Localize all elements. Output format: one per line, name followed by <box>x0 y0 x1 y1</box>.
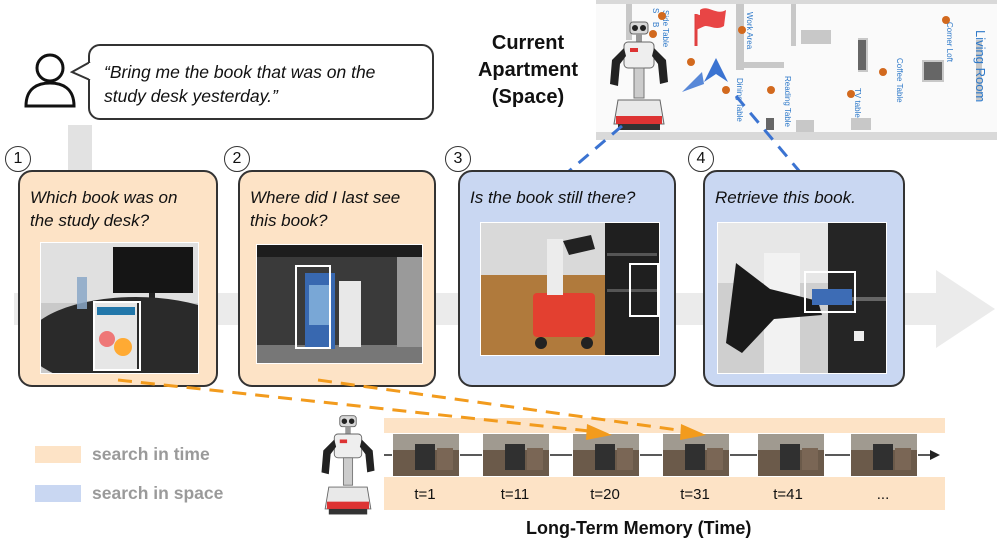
robot-retrieving-photo <box>717 222 887 374</box>
space-title: Current Apartment (Space) <box>468 30 588 111</box>
time-label-4: t=31 <box>680 486 710 503</box>
user-connector <box>68 125 92 175</box>
legend-label-time: search in time <box>92 444 210 464</box>
robot-pose-arrow-icon <box>682 58 728 92</box>
time-label-6: ... <box>876 486 890 503</box>
memory-frame-2 <box>482 433 550 477</box>
space-title-line-1: Current <box>491 32 565 54</box>
shelf-check-highlight <box>629 263 659 317</box>
step-question-4: Retrieve this book. <box>715 188 856 207</box>
timeline-axis <box>384 450 940 460</box>
memory-frame-4 <box>662 433 730 477</box>
legend-swatch-space <box>35 485 81 502</box>
user-request-text: “Bring me the book that was on the study… <box>104 62 376 106</box>
memory-frame-5 <box>757 433 825 477</box>
step-question-3: Is the book still there? <box>470 188 636 207</box>
book-location-highlight <box>295 265 331 349</box>
step-card-3: Is the book still there? <box>458 170 676 387</box>
book-highlight-box <box>93 301 141 371</box>
step-number-2: 2 <box>224 146 250 172</box>
space-title-line-3: (Space) <box>491 86 565 108</box>
robot-memory-image <box>321 415 375 515</box>
step-card-2: Where did I last see this book? <box>238 170 436 387</box>
person-icon <box>24 53 76 108</box>
goal-flag-icon <box>694 8 726 46</box>
step-question-1: Which book was on the study desk? <box>30 188 178 230</box>
study-desk-photo <box>40 242 199 374</box>
shelf-photo <box>256 244 423 364</box>
step-number-1: 1 <box>5 146 31 172</box>
time-label-2: t=11 <box>500 486 530 503</box>
legend-label-space: search in space <box>92 483 224 503</box>
memory-frame-1 <box>392 433 460 477</box>
user-speech-bubble: “Bring me the book that was on the study… <box>88 44 434 120</box>
time-label-3: t=20 <box>590 486 620 503</box>
map-markers <box>649 8 950 98</box>
step-question-2: Where did I last see this book? <box>250 188 401 230</box>
legend-swatch-time <box>35 446 81 463</box>
step-number-4: 4 <box>688 146 714 172</box>
space-title-line-2: Apartment <box>477 59 578 81</box>
robot-space-image <box>610 21 668 130</box>
retrieve-highlight <box>804 271 856 313</box>
speech-tail <box>70 61 92 81</box>
step-card-1: Which book was on the study desk? <box>18 170 218 387</box>
time-label-1: t=1 <box>414 486 436 503</box>
time-label-5: t=41 <box>773 486 803 503</box>
robot-at-shelf-photo <box>480 222 660 356</box>
memory-title: Long-Term Memory (Time) <box>526 518 752 538</box>
memory-frame-6 <box>850 433 918 477</box>
step-number-3: 3 <box>445 146 471 172</box>
step-card-4: Retrieve this book. <box>703 170 905 387</box>
